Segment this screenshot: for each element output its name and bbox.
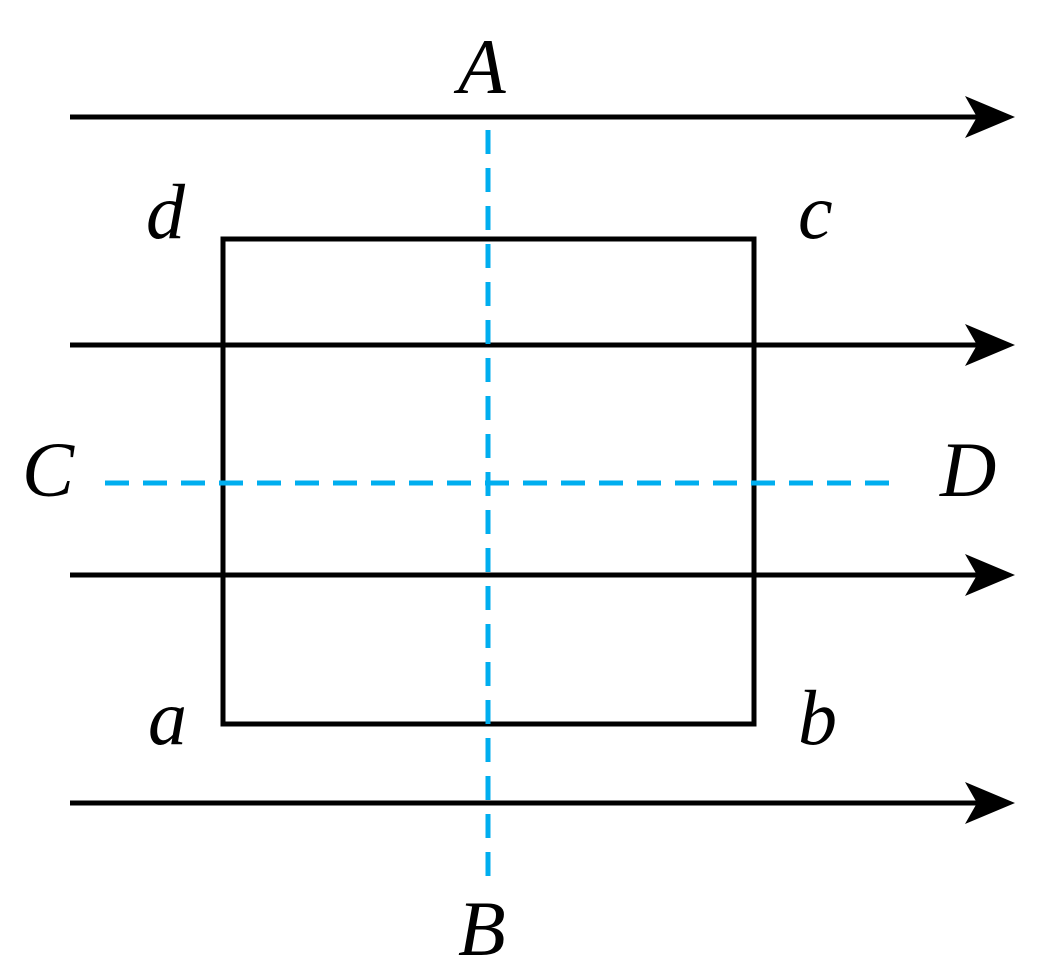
corner-label-d: d [146, 168, 186, 255]
field-line-4 [70, 782, 1015, 824]
axis-label-b: B [458, 885, 506, 972]
arrowhead-icon [965, 782, 1015, 824]
arrowhead-icon [965, 554, 1015, 596]
field-line-3 [70, 554, 1015, 596]
corner-label-a: a [148, 674, 187, 761]
field-line-1 [70, 96, 1015, 138]
magnetic-field-lines [70, 96, 1015, 824]
axis-label-c: C [22, 426, 75, 513]
field-line-2 [70, 324, 1015, 366]
corner-label-b: b [798, 674, 837, 761]
axis-label-d: D [939, 426, 996, 513]
corner-label-c: c [798, 168, 833, 255]
axis-label-a: A [453, 23, 506, 110]
arrowhead-icon [965, 96, 1015, 138]
arrowhead-icon [965, 324, 1015, 366]
